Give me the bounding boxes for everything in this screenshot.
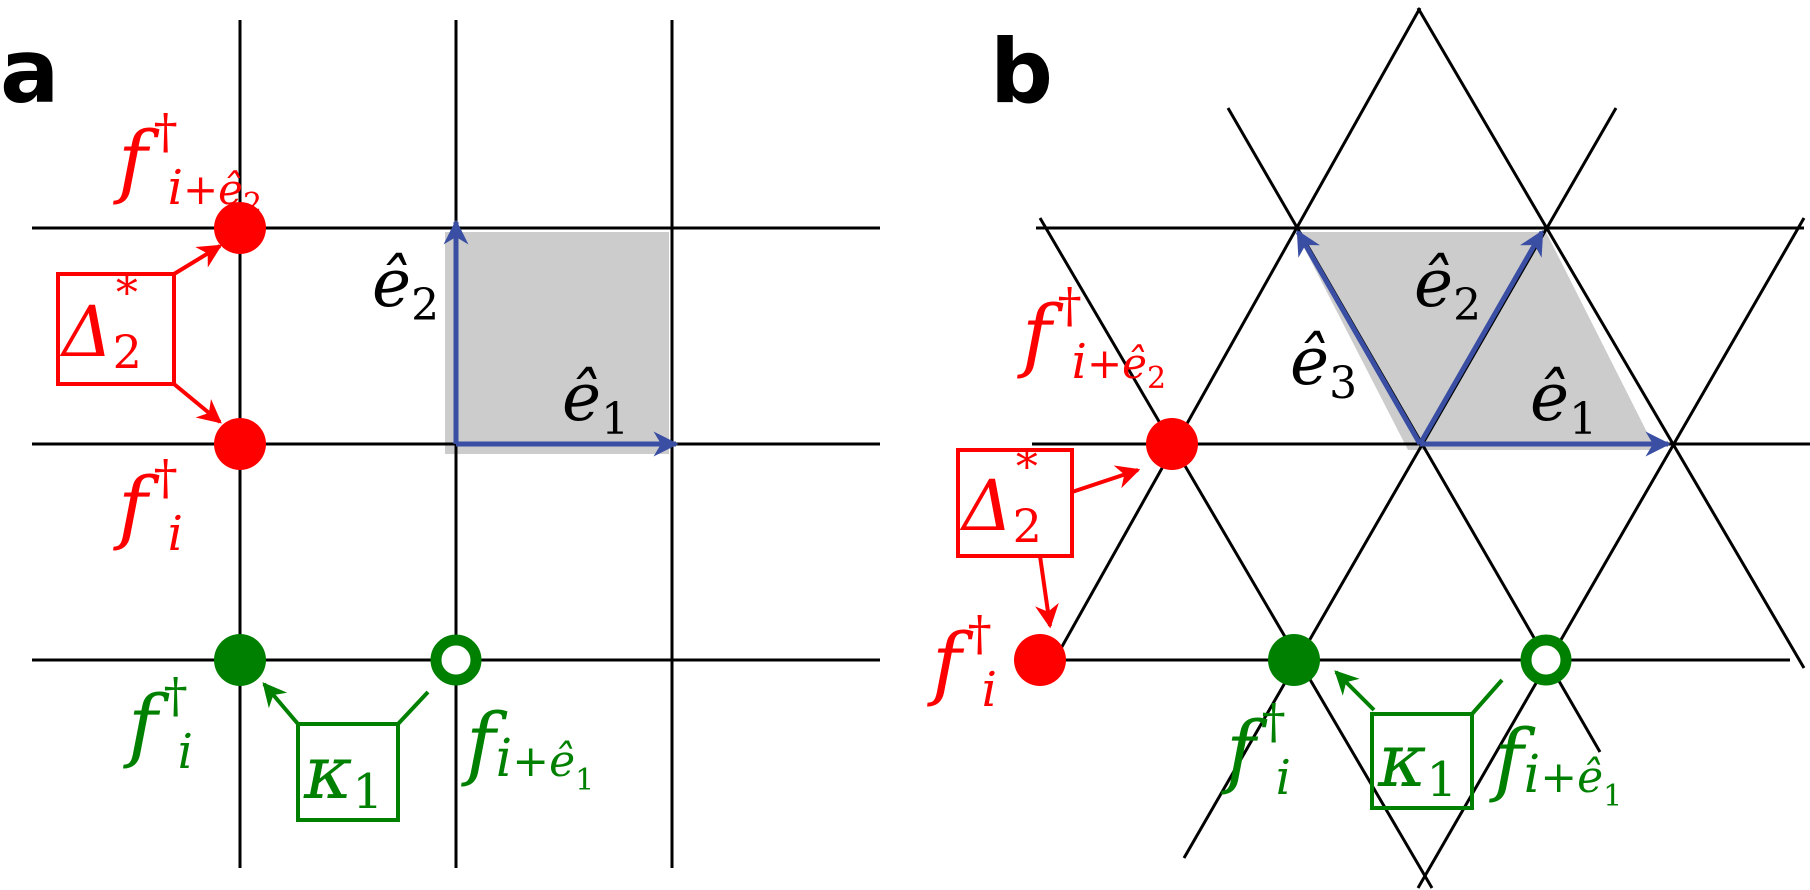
panel-letter-b: b	[990, 20, 1053, 123]
kappa-tail	[396, 690, 430, 726]
hopping-site-empty	[1520, 634, 1572, 686]
label-e2: ê2	[1414, 245, 1481, 331]
pairing-site-bottom	[1014, 634, 1066, 686]
panel-b: b ê1 ê2 ê3 f†i+ê2 f†i	[927, 7, 1810, 889]
label-f-dagger-i-plus-e2: f†i+ê2	[1017, 278, 1166, 396]
delta-box	[956, 448, 1074, 558]
label-e1: ê1	[1530, 359, 1597, 445]
label-f-dagger-i-green: f†i	[123, 668, 193, 780]
pairing-site-top	[1146, 418, 1198, 470]
unit-cell-rhombus	[1296, 232, 1656, 450]
kappa-tail	[1470, 678, 1504, 716]
hopping-site-filled	[1268, 634, 1320, 686]
delta-arrow-bottom	[1035, 555, 1059, 629]
kappa-box	[1370, 712, 1474, 810]
label-e1: ê1	[562, 359, 629, 445]
kappa-arrow	[1334, 670, 1376, 712]
pairing-site-bottom	[214, 418, 266, 470]
label-f-dagger-i-red: f†i	[113, 450, 183, 562]
label-e2: ê2	[372, 245, 439, 331]
kappa-box	[296, 722, 400, 822]
label-f-i-plus-e1: fi+ê1	[461, 696, 594, 798]
kappa-arrow	[262, 682, 300, 726]
delta-arrow-top	[172, 244, 223, 276]
panel-letter-a: a	[0, 20, 59, 123]
label-f-dagger-i-green: f†i	[1221, 694, 1291, 806]
label-e3: ê3	[1290, 323, 1357, 409]
pairing-site-top	[214, 202, 266, 254]
hopping-site-empty	[430, 634, 482, 686]
label-f-i-plus-e1: fi+ê1	[1489, 712, 1622, 814]
hopping-site-filled	[214, 634, 266, 686]
kappa-label: κ1	[1377, 718, 1457, 808]
panel-a: a ê1 ê2 f†i+ê2 f†i Δ2* f†i fi+ê	[0, 20, 880, 868]
delta-label: Δ2*	[959, 442, 1042, 553]
delta-box	[56, 272, 176, 386]
unit-cell-square	[445, 232, 669, 454]
basis-vector-e2	[1417, 229, 1545, 446]
label-f-dagger-i-red: f†i	[927, 606, 997, 718]
delta-arrow-bottom	[172, 382, 222, 424]
kappa-label: κ1	[303, 730, 383, 820]
delta-arrow-top	[1071, 465, 1141, 494]
delta-label: Δ2*	[59, 268, 142, 379]
basis-vector-e3	[1295, 229, 1423, 446]
